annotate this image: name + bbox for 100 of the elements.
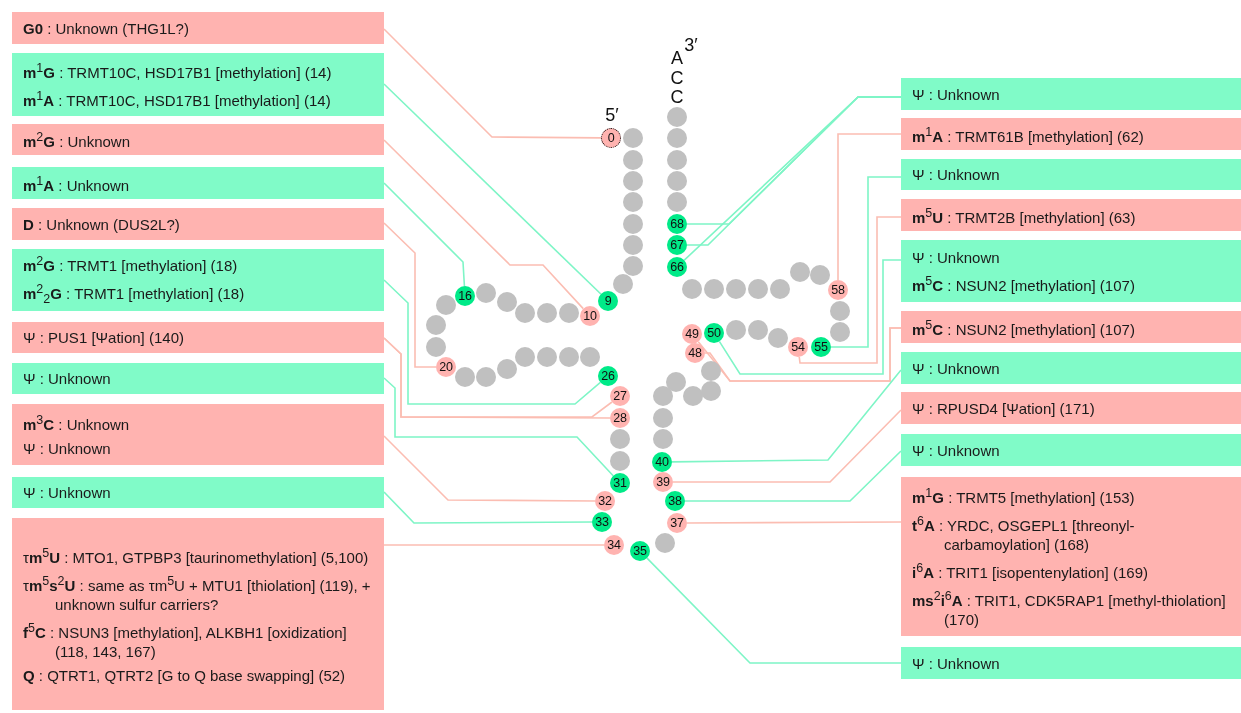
nucleotide-circle [667, 171, 687, 191]
strand-end-label: 5′ [605, 105, 619, 125]
nucleotide-circle [623, 214, 643, 234]
leader-line [718, 259, 902, 375]
nucleotide-circle [436, 295, 456, 315]
nucleotide-circle [497, 359, 517, 379]
nucleotide-circle [623, 235, 643, 255]
modification-entry: m$^{1}$G : TRMT10C, HSD17B1 [methylation] (14) [23, 60, 333, 82]
modification-entry: Ψ : Unknown [912, 440, 1001, 460]
annotation-box [901, 647, 1241, 679]
nucleotide-circle [610, 429, 630, 449]
position-number: 34 [607, 538, 621, 552]
leader-line [383, 491, 593, 524]
position-number: 66 [670, 260, 684, 274]
modification-entry: m$^{5}$C : NSUN2 [methylation] (107) [912, 272, 1136, 295]
nucleotide-circle [704, 279, 724, 299]
nucleotide-circle [623, 256, 643, 276]
nucleotide-circle [426, 315, 446, 335]
annotation-box [12, 12, 384, 44]
nucleotide-circle [623, 150, 643, 170]
nucleotide-letter: A [671, 48, 683, 68]
modification-entry: Ψ : Unknown [23, 483, 112, 502]
nucleotide-circle [455, 367, 475, 387]
annotation-box [901, 199, 1241, 231]
modification-entry: Ψ : Unknown [912, 358, 1001, 378]
position-number: 33 [595, 515, 609, 529]
position-number: 55 [814, 340, 828, 354]
nucleotide-circle [748, 320, 768, 340]
position-number: 54 [791, 340, 805, 354]
leader-line [383, 139, 584, 310]
nucleotide-circle [830, 322, 850, 342]
nucleotide-circle [667, 128, 687, 148]
leader-line [672, 409, 902, 483]
position-number: 48 [688, 346, 702, 360]
modification-entry: m$^{5}$U : TRMT2B [methylation] (63) [912, 204, 1137, 227]
nucleotide-circle [655, 533, 675, 553]
nucleotide-circle [682, 279, 702, 299]
position-number: 58 [831, 283, 845, 297]
position-number: 38 [668, 494, 682, 508]
nucleotide-circle [598, 291, 618, 311]
nucleotide-circle [810, 265, 830, 285]
modification-entry: t$^{6}$A : YRDC, OSGEPL1 [threonyl-carbamoylation] (168) [912, 513, 1136, 554]
modification-entry: f$^{5}$C : NSUN3 [methylation], ALKBH1 [oxidization] (118, 143, 167) [23, 619, 348, 661]
nucleotide-circle [726, 279, 746, 299]
nucleotide-circle [537, 303, 557, 323]
position-number: 32 [598, 494, 612, 508]
modification-entry: m$^{1}$A : TRMT61B [methylation] (62) [912, 123, 1145, 146]
annotation-box [12, 477, 384, 508]
nucleotide-circle [610, 451, 630, 471]
position-number: 28 [613, 411, 627, 425]
nucleotide-circle [613, 274, 633, 294]
nucleotide-circle [701, 361, 721, 381]
annotation-box [12, 322, 384, 353]
modification-entry: m$^{1}$A : Unknown [23, 172, 131, 195]
nucleotide-circle [426, 337, 446, 357]
nucleotide-circle [580, 347, 600, 367]
leader-line [383, 222, 437, 368]
nucleotide-circle [559, 347, 579, 367]
modification-entry: Ψ : Unknown [912, 84, 1001, 104]
leader-line [383, 182, 466, 287]
nucleotide-circle [770, 279, 790, 299]
modification-entry: m$^{1}$A : TRMT10C, HSD17B1 [methylation] (14) [23, 88, 332, 110]
nucleotide-circle [666, 372, 686, 392]
modification-entry: Ψ : Unknown [912, 165, 1001, 184]
position-number: 67 [670, 238, 684, 252]
annotation-box [12, 167, 384, 199]
annotation-box [901, 434, 1241, 466]
nucleotide-letter: C [670, 87, 684, 107]
modification-entry: m$^{2}$$_{2}$G : TRMT1 [methylation] (18) [23, 280, 246, 308]
annotation-box [901, 118, 1241, 150]
nucleotide-circle [515, 303, 535, 323]
annotation-box [12, 518, 384, 710]
position-number: 40 [655, 455, 669, 469]
annotation-box [901, 159, 1241, 190]
position-number: 0 [607, 131, 615, 145]
nucleotide-circle [601, 128, 621, 148]
annotation-box [12, 53, 384, 116]
nucleotide-circle [667, 192, 687, 212]
annotation-box [12, 404, 384, 465]
nucleotide-circle [476, 367, 496, 387]
nucleotide-circle [726, 320, 746, 340]
modification-entry: m$^{2}$G : Unknown [23, 129, 131, 151]
nucleotide-circle [537, 347, 557, 367]
annotation-box [901, 477, 1241, 636]
annotation-box [12, 208, 384, 240]
annotation-box [12, 363, 384, 394]
modification-entry: τm$^{5}$s$^{2}$U : same as τm$^{5}$U + MTU1 [thiolation] (119), + unknown sulfur carriers? [23, 572, 372, 614]
position-number: 35 [633, 544, 647, 558]
position-number: 50 [707, 326, 721, 340]
modification-entry: m$^{3}$C : Unknown [23, 412, 131, 434]
modification-entry: Ψ : Unknown [912, 653, 1001, 673]
position-number: 10 [583, 309, 597, 323]
nucleotide-circle [653, 386, 673, 406]
leader-line [684, 450, 902, 502]
leader-line [383, 435, 596, 502]
modification-entry: m$^{2}$G : TRMT1 [methylation] (18) [23, 252, 239, 275]
annotation-box [901, 240, 1241, 302]
nucleotide-circle [683, 386, 703, 406]
nucleotide-circle [623, 171, 643, 191]
nucleotide-circle [748, 279, 768, 299]
